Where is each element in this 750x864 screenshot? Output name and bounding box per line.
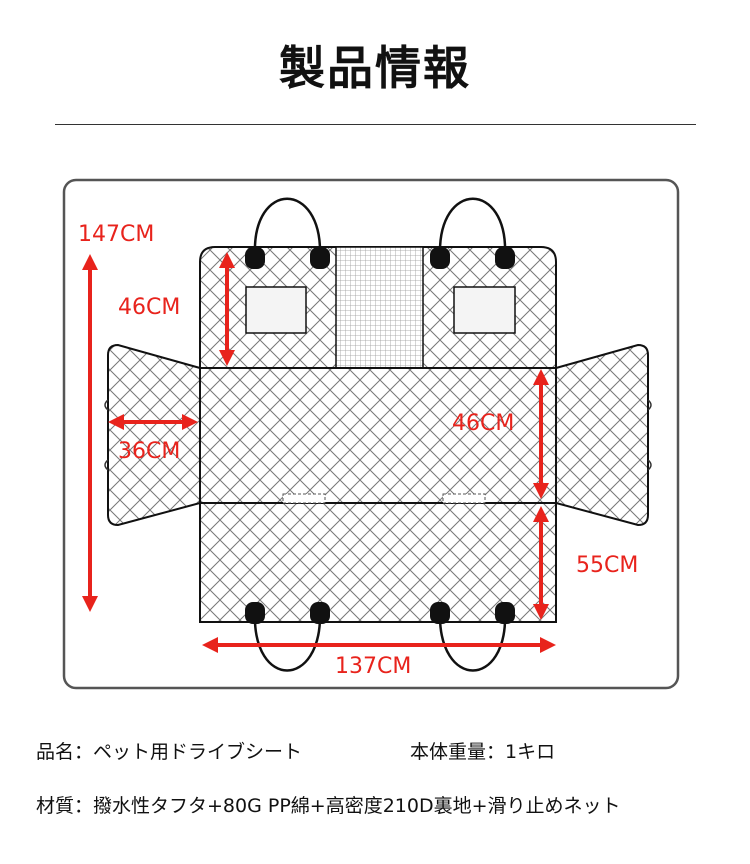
product-material: 材質：撥水性タフタ+80G PP綿+高密度210D裏地+滑り止めネット [36,795,621,817]
right-side-flap [555,343,649,527]
seat-label: 46CM [452,411,514,436]
seat-section [199,367,557,504]
mesh-window [335,246,424,369]
length-label: 147CM [78,222,154,247]
left-side-flap [107,343,201,527]
strap-anchors [245,247,515,624]
page-title: 製品情報 [279,41,471,95]
product-name: 品名：ペット用ドライブシート [36,741,303,763]
product-weight: 本体重量：1キロ [410,741,556,763]
right-pocket [453,286,516,334]
top-handles [253,197,507,256]
seatbelt-slot [282,493,326,504]
divider [55,124,696,125]
lower-label: 55CM [576,553,638,578]
headrest-label: 46CM [118,295,180,320]
seatbelt-slot [442,493,486,504]
left-pocket [245,286,307,334]
lower-section [199,502,557,623]
flap-label: 36CM [118,439,180,464]
width-label: 137CM [335,654,411,679]
